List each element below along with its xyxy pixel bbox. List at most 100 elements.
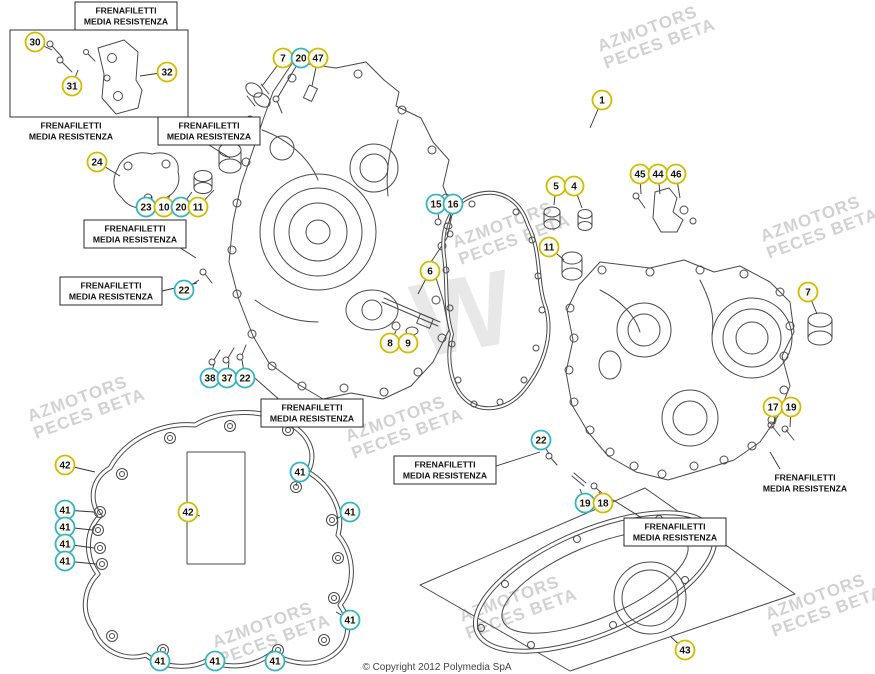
callout-41[interactable]: 41: [149, 650, 171, 672]
callout-11[interactable]: 11: [187, 189, 215, 218]
callout-9[interactable]: 9: [397, 332, 419, 354]
svg-text:1: 1: [599, 96, 605, 107]
svg-text:MEDIA RESISTENZA: MEDIA RESISTENZA: [93, 235, 177, 245]
svg-text:38: 38: [204, 374, 216, 385]
callout-22[interactable]: 22: [530, 429, 552, 455]
svg-text:41: 41: [59, 540, 71, 551]
watermark: AZMOTORSPECES BETA: [763, 566, 875, 641]
svg-text:19: 19: [579, 499, 591, 510]
callout-41[interactable]: 41: [335, 609, 361, 631]
svg-text:43: 43: [679, 646, 691, 657]
callout-41[interactable]: 41: [204, 650, 226, 672]
callout-11[interactable]: 11: [538, 236, 565, 261]
svg-text:8: 8: [387, 339, 393, 350]
svg-text:41: 41: [154, 657, 166, 668]
callout-19[interactable]: 19: [780, 396, 802, 428]
callout-41[interactable]: 41: [289, 461, 311, 487]
callout-41[interactable]: 41: [54, 533, 95, 555]
svg-text:41: 41: [209, 657, 221, 668]
callout-41[interactable]: 41: [54, 550, 97, 572]
callout-47[interactable]: 47: [307, 47, 329, 87]
svg-text:41: 41: [294, 468, 306, 479]
svg-text:22: 22: [239, 374, 251, 385]
svg-text:46: 46: [670, 170, 682, 181]
callout-6[interactable]: 6: [417, 260, 441, 295]
svg-text:41: 41: [59, 523, 71, 534]
callout-20[interactable]: 20: [277, 47, 312, 98]
svg-text:41: 41: [269, 657, 281, 668]
callout-18[interactable]: 18: [592, 491, 614, 514]
callout-37[interactable]: 37: [216, 361, 238, 389]
svg-text:20: 20: [295, 54, 307, 65]
callout-43[interactable]: 43: [670, 636, 696, 661]
callout-46[interactable]: 46: [665, 163, 687, 199]
callout-22[interactable]: 22: [173, 279, 200, 301]
callout-1[interactable]: 1: [589, 89, 613, 129]
svg-text:18: 18: [597, 499, 609, 510]
callout-42[interactable]: 42: [54, 454, 96, 476]
svg-text:10: 10: [158, 203, 170, 214]
svg-text:MEDIA RESISTENZA: MEDIA RESISTENZA: [270, 414, 354, 424]
callout-41[interactable]: 41: [264, 650, 286, 672]
svg-text:30: 30: [29, 38, 41, 49]
callout-19[interactable]: 19: [574, 488, 596, 514]
watermark: AZMOTORSPECES BETA: [595, 0, 718, 73]
callout-41[interactable]: 41: [54, 516, 93, 538]
callout-22[interactable]: 22: [234, 359, 256, 389]
svg-text:44: 44: [652, 170, 664, 181]
callout-32[interactable]: 32: [139, 61, 178, 83]
svg-text:FRENAFILETTI: FRENAFILETTI: [281, 403, 342, 413]
callout-8[interactable]: 8: [379, 330, 401, 354]
callout-10[interactable]: 10: [153, 194, 175, 218]
svg-text:9: 9: [405, 339, 411, 350]
svg-text:24: 24: [91, 158, 103, 169]
callout-42[interactable]: 42: [177, 501, 201, 523]
svg-text:11: 11: [544, 243, 555, 254]
svg-text:23: 23: [140, 203, 152, 214]
svg-text:41: 41: [344, 508, 356, 519]
svg-text:MEDIA RESISTENZA: MEDIA RESISTENZA: [763, 484, 847, 494]
callout-45[interactable]: 45: [629, 163, 651, 195]
svg-text:20: 20: [175, 203, 187, 214]
callout-30[interactable]: 30: [24, 31, 53, 53]
svg-text:4: 4: [571, 182, 577, 193]
callout-7[interactable]: 7: [797, 281, 819, 315]
callout-41[interactable]: 41: [54, 499, 95, 521]
svg-text:FRENAFILETTI: FRENAFILETTI: [178, 121, 239, 131]
callout-15[interactable]: 15: [425, 193, 447, 220]
watermark: AZMOTORSPECES BETA: [758, 188, 875, 263]
callout-24[interactable]: 24: [86, 151, 121, 177]
svg-text:19: 19: [785, 403, 797, 414]
top-small-parts: [245, 82, 318, 114]
small-gasket-bushings: [113, 142, 242, 209]
svg-text:32: 32: [161, 68, 173, 79]
svg-text:MEDIA RESISTENZA: MEDIA RESISTENZA: [84, 17, 168, 27]
callout-16[interactable]: 16: [442, 193, 464, 223]
copyright-text: © Copyright 2012 Polymedia SpA: [362, 662, 511, 673]
svg-text:22: 22: [535, 436, 547, 447]
svg-text:31: 31: [66, 82, 78, 93]
svg-text:41: 41: [59, 557, 71, 568]
callout-4[interactable]: 4: [563, 175, 585, 209]
svg-text:16: 16: [447, 200, 459, 211]
svg-text:47: 47: [312, 54, 324, 65]
svg-text:FRENAFILETTI: FRENAFILETTI: [774, 473, 835, 483]
callout-38[interactable]: 38: [199, 363, 221, 389]
center-gasket: [441, 190, 551, 411]
callout-31[interactable]: 31: [61, 69, 83, 97]
callout-41[interactable]: 41: [335, 501, 361, 523]
callout-17[interactable]: 17: [762, 396, 784, 425]
svg-text:MEDIA RESISTENZA: MEDIA RESISTENZA: [403, 471, 487, 481]
callout-23[interactable]: 23: [135, 195, 157, 218]
svg-text:22: 22: [178, 286, 190, 297]
svg-text:41: 41: [344, 616, 356, 627]
